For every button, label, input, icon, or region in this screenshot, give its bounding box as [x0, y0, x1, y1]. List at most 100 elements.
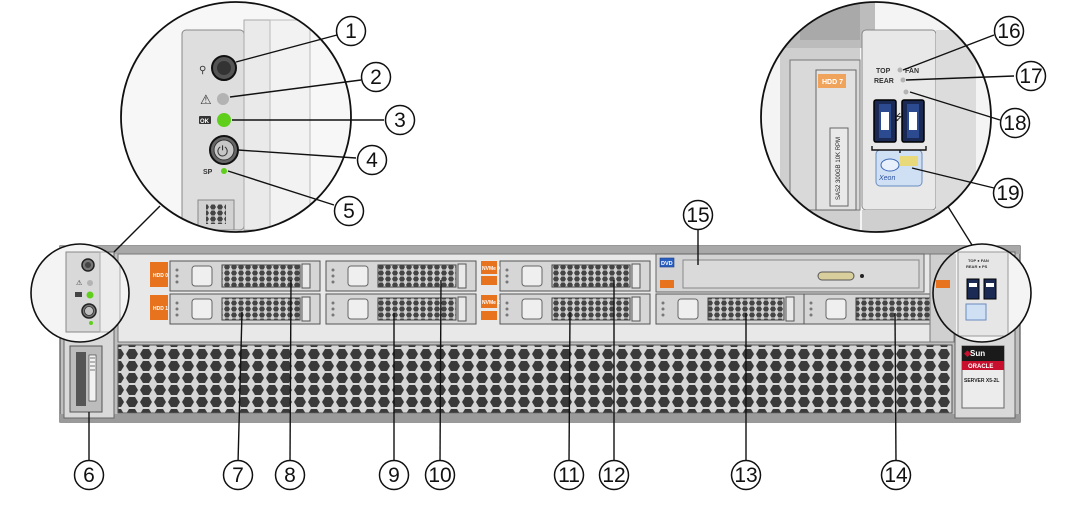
- usb-icon: ⭍: [895, 112, 903, 122]
- inset-connector-right: [946, 204, 973, 246]
- leader-14: [894, 312, 897, 464]
- callout-circle-19: [992, 177, 1024, 209]
- drive-carrier[interactable]: [325, 293, 477, 325]
- callout-circle-14: [880, 459, 912, 491]
- svg-text:⚠: ⚠: [76, 279, 82, 287]
- callout-circle-1: [335, 15, 367, 47]
- dvd-activity-led: [860, 274, 864, 278]
- inset-connector-left: [113, 205, 161, 253]
- callout-number: 18: [1003, 112, 1026, 135]
- dvd-drive[interactable]: DVD: [655, 253, 925, 293]
- drive-status-leds: [661, 301, 665, 317]
- drive-status-leds: [331, 268, 335, 284]
- drive-status-leds: [175, 268, 179, 284]
- svg-text:TOP ● FAN: TOP ● FAN: [968, 258, 989, 263]
- leader-5: [227, 170, 335, 206]
- inset-disk-label: SAS2 300GB 10K RPM: [836, 137, 842, 200]
- usb-bracket: [871, 146, 927, 153]
- drive-status-leds: [331, 301, 335, 317]
- power-button-icon: ⏻: [217, 143, 228, 159]
- zoom-inset-right: HDD 7 SAS2 300GB 10K RPM TOP FAN REAR: [760, 1, 992, 233]
- callout-number: 13: [734, 464, 757, 487]
- svg-text:Xeon: Xeon: [878, 175, 895, 182]
- usb-port-right[interactable]: [901, 99, 925, 143]
- leader-2: [229, 79, 362, 98]
- drive-status-leds: [505, 268, 509, 284]
- callout-number: 5: [343, 200, 355, 223]
- callout-circle-2: [360, 61, 392, 93]
- leader-16: [902, 34, 995, 71]
- service-required-led: [217, 93, 229, 105]
- small-inset-right: TOP ● FAN REAR ● PS: [932, 243, 1032, 343]
- drive-carrier[interactable]: [325, 260, 477, 292]
- callout-number: 4: [366, 149, 378, 172]
- leader-19: [911, 167, 995, 189]
- callout-number: 1: [345, 20, 357, 43]
- callout-circle-18: [999, 107, 1031, 139]
- leader-10: [439, 279, 442, 464]
- drive-status-leds: [809, 301, 813, 317]
- power-ok-led: [217, 113, 231, 127]
- sp-label: SP: [203, 169, 213, 176]
- sun-mark-icon: ◆: [964, 348, 971, 358]
- callout-circle-5: [333, 195, 365, 227]
- small-inset-left: ⚠: [30, 243, 130, 343]
- processor-sticker: Xeon: [875, 149, 923, 187]
- drive-carrier[interactable]: [169, 293, 321, 325]
- callout-circle-11: [553, 459, 585, 491]
- callout-circle-4: [356, 144, 388, 176]
- zoom-inset-left: ⚲ ⚠ OK ⏻ SP: [120, 1, 352, 233]
- callout-circle-12: [598, 459, 630, 491]
- callout-circle-6: [73, 459, 105, 491]
- callout-number: 10: [428, 464, 451, 487]
- dvd-eject-button[interactable]: [817, 271, 855, 281]
- brand-logo: Sun: [970, 349, 985, 358]
- callout-number: 12: [602, 464, 625, 487]
- callout-number: 11: [558, 464, 580, 487]
- model-label: SERVER X5-2L: [964, 378, 999, 384]
- callout-circle-10: [424, 459, 456, 491]
- ok-label: OK: [200, 119, 210, 125]
- callout-circle-7: [222, 459, 254, 491]
- drive-carrier[interactable]: [499, 260, 651, 292]
- nvme-label-strip: NVMe 0 NVMe 2: [481, 261, 500, 320]
- drive-carrier[interactable]: [169, 260, 321, 292]
- callout-circle-15: [682, 199, 714, 231]
- callout-circle-17: [1015, 60, 1047, 92]
- leader-11: [568, 311, 571, 464]
- callout-number: 6: [83, 464, 95, 487]
- callout-number: 15: [686, 204, 709, 227]
- svg-text:NVMe 2: NVMe 2: [482, 300, 500, 306]
- drive-carrier[interactable]: [499, 293, 651, 325]
- sp-ok-led: [221, 168, 227, 174]
- drive-status-leds: [175, 301, 179, 317]
- overtemp-led: [903, 89, 909, 95]
- dvd-label: DVD: [661, 261, 673, 267]
- svg-text:NVMe 0: NVMe 0: [482, 266, 500, 272]
- svg-text:HDD 0: HDD 0: [153, 273, 168, 279]
- rear-ps-led: [900, 77, 906, 83]
- callout-circle-9: [378, 459, 410, 491]
- usb-port-left[interactable]: [873, 99, 897, 143]
- leader-18: [909, 91, 1001, 121]
- callout-number: 8: [284, 464, 296, 487]
- callout-number: 19: [996, 182, 1019, 205]
- rear-label: REAR: [874, 78, 894, 85]
- front-vent-grille: [117, 344, 953, 414]
- leader-8: [289, 279, 292, 464]
- svg-text:REAR ● PS: REAR ● PS: [966, 264, 988, 269]
- locator-icon: ⚲: [199, 65, 206, 76]
- callout-number: 17: [1019, 65, 1042, 88]
- callout-leaders: [88, 34, 1015, 464]
- fan-label: FAN: [905, 68, 919, 75]
- svg-text:HDD 1: HDD 1: [153, 306, 168, 312]
- callout-number: 9: [388, 464, 400, 487]
- top-fan-led: [897, 67, 903, 73]
- drive-carrier[interactable]: [655, 293, 805, 325]
- vendor-logo: ORACLE: [968, 364, 993, 370]
- top-label: TOP: [876, 68, 891, 75]
- callout-number: 2: [370, 66, 382, 89]
- callout-number: 14: [884, 464, 908, 487]
